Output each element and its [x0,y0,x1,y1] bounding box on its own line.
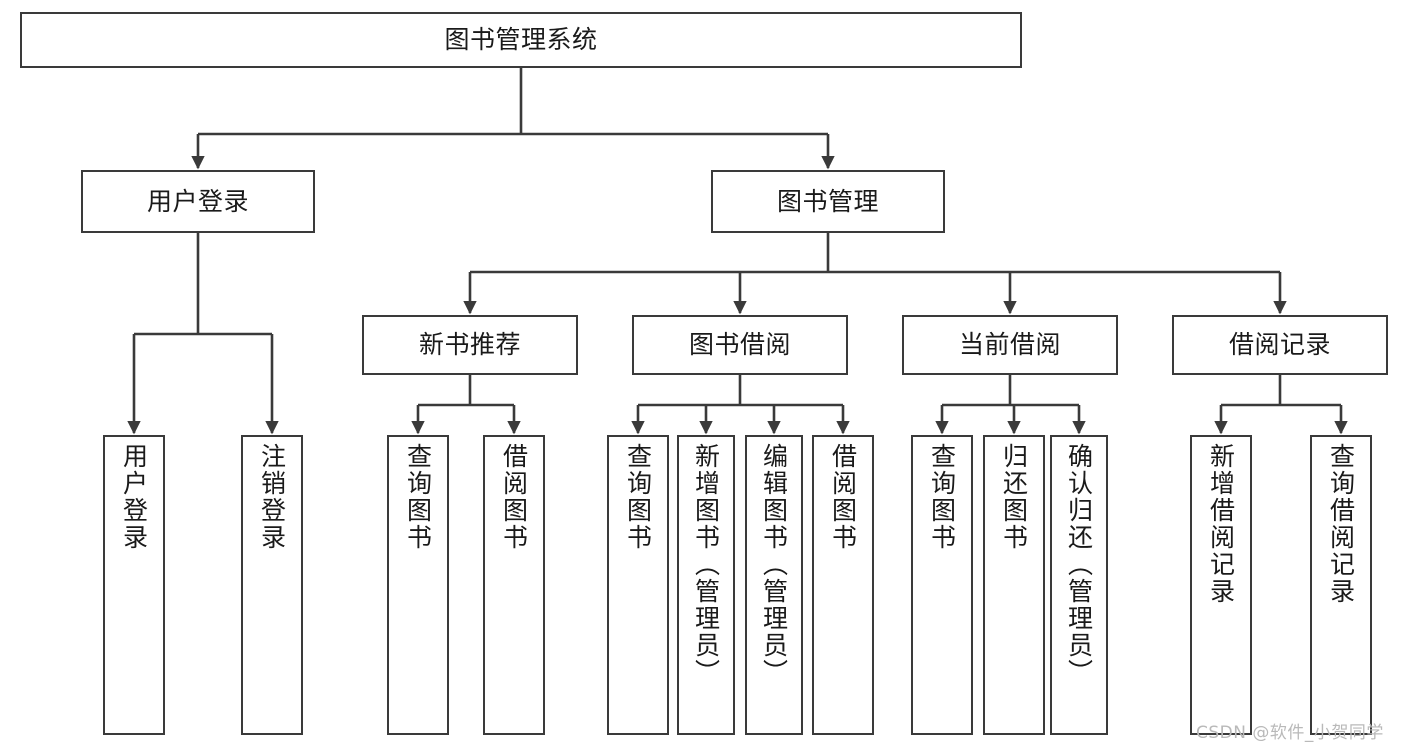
node-borrow-record-label: 借阅记录 [1228,330,1331,360]
node-leaf-query-book-2-label: 查询图书 [623,443,653,551]
node-root[interactable]: 图书管理系统 [20,12,1022,68]
node-leaf-query-book-1-label: 查询图书 [403,443,433,551]
node-leaf-query-book-1[interactable]: 查询图书 [387,435,449,735]
node-leaf-query-book-2[interactable]: 查询图书 [607,435,669,735]
node-book-manage-label: 图书管理 [776,186,879,216]
node-leaf-query-book-3-label: 查询图书 [927,443,957,551]
node-leaf-return-book-label: 归还图书 [999,443,1029,551]
node-book-manage[interactable]: 图书管理 [711,170,945,233]
node-book-borrow-label: 图书借阅 [688,330,791,360]
node-leaf-add-record-label: 新增借阅记录 [1206,443,1236,605]
node-user-login[interactable]: 用户登录 [81,170,315,233]
node-leaf-borrow-book-1[interactable]: 借阅图书 [483,435,545,735]
node-leaf-query-book-3[interactable]: 查询图书 [911,435,973,735]
node-book-borrow[interactable]: 图书借阅 [632,315,848,375]
csdn-watermark: CSDN @软件_小贺同学 [1196,723,1384,743]
node-leaf-user-login[interactable]: 用户登录 [103,435,165,735]
node-user-login-label: 用户登录 [146,186,249,216]
node-new-book-rec-label: 新书推荐 [418,330,521,360]
node-leaf-user-logout[interactable]: 注销登录 [241,435,303,735]
node-current-borrow[interactable]: 当前借阅 [902,315,1118,375]
node-leaf-query-record[interactable]: 查询借阅记录 [1310,435,1372,735]
node-new-book-rec[interactable]: 新书推荐 [362,315,578,375]
node-leaf-add-record[interactable]: 新增借阅记录 [1190,435,1252,735]
node-leaf-add-book[interactable]: 新增图书（管理员） [677,435,735,735]
node-leaf-borrow-book-1-label: 借阅图书 [499,443,529,551]
node-leaf-user-login-label: 用户登录 [119,443,149,551]
node-borrow-record[interactable]: 借阅记录 [1172,315,1388,375]
node-leaf-confirm-return-label: 确认归还（管理员） [1064,443,1094,686]
node-leaf-add-book-label: 新增图书（管理员） [691,443,721,686]
node-leaf-edit-book[interactable]: 编辑图书（管理员） [745,435,803,735]
node-leaf-confirm-return[interactable]: 确认归还（管理员） [1050,435,1108,735]
node-leaf-borrow-book-2-label: 借阅图书 [828,443,858,551]
node-leaf-user-logout-label: 注销登录 [257,443,287,551]
node-leaf-edit-book-label: 编辑图书（管理员） [759,443,789,686]
node-leaf-query-record-label: 查询借阅记录 [1326,443,1356,605]
node-root-label: 图书管理系统 [444,25,598,55]
node-leaf-return-book[interactable]: 归还图书 [983,435,1045,735]
node-leaf-borrow-book-2[interactable]: 借阅图书 [812,435,874,735]
node-current-borrow-label: 当前借阅 [958,330,1061,360]
